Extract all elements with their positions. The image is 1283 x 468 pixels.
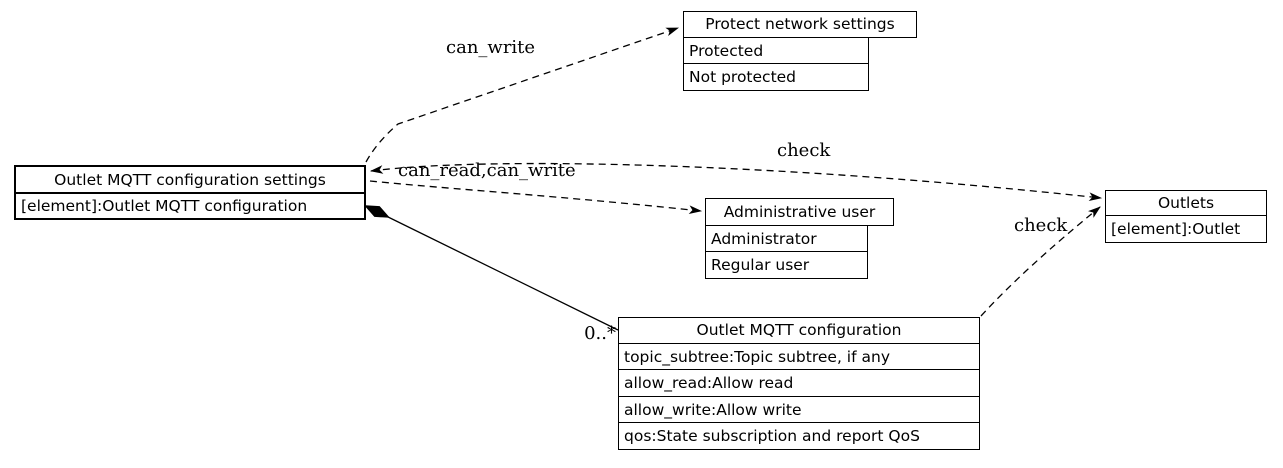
edge-label-can-write: can_write (446, 37, 536, 58)
node-row: allow_write:Allow write (618, 395, 980, 424)
node-row: Administrator (705, 224, 868, 253)
edge-can-write (365, 27, 680, 163)
edge-label-can-read-can-write: can_read,can_write (398, 160, 576, 181)
node-outlet-mqtt-configuration-settings: Outlet MQTT configuration settings [elem… (14, 165, 366, 220)
node-title: Outlet MQTT configuration settings (14, 165, 366, 194)
edge-check-config-outlets (980, 206, 1101, 317)
node-row: qos:State subscription and report QoS (618, 422, 980, 450)
node-title: Outlet MQTT configuration (618, 317, 980, 344)
node-administrative-user: Administrative user Administrator Regula… (705, 198, 894, 279)
composition-diamond-icon (364, 205, 390, 218)
edge-check-settings-outlets (369, 162, 1103, 202)
node-row: Not protected (683, 63, 869, 91)
edge-label-check-config: check (1014, 215, 1068, 236)
edge-label-multiplicity: 0..* (584, 323, 616, 344)
node-row: topic_subtree:Topic subtree, if any (618, 342, 980, 371)
edge-composition (383, 214, 619, 331)
node-protect-network-settings: Protect network settings Protected Not p… (683, 11, 917, 91)
node-outlets: Outlets [element]:Outlet (1105, 190, 1267, 243)
node-title: Outlets (1105, 190, 1267, 216)
node-row: [element]:Outlet (1105, 214, 1267, 243)
node-row: [element]:Outlet MQTT configuration (14, 192, 366, 220)
node-row: Regular user (705, 251, 868, 279)
node-outlet-mqtt-configuration: Outlet MQTT configuration topic_subtree:… (618, 317, 980, 450)
node-row: Protected (683, 36, 869, 65)
edge-can-read-can-write (369, 180, 703, 215)
edge-label-check-settings: check (777, 140, 831, 161)
node-title: Protect network settings (683, 11, 917, 38)
node-title: Administrative user (705, 198, 894, 226)
node-row: allow_read:Allow read (618, 369, 980, 397)
